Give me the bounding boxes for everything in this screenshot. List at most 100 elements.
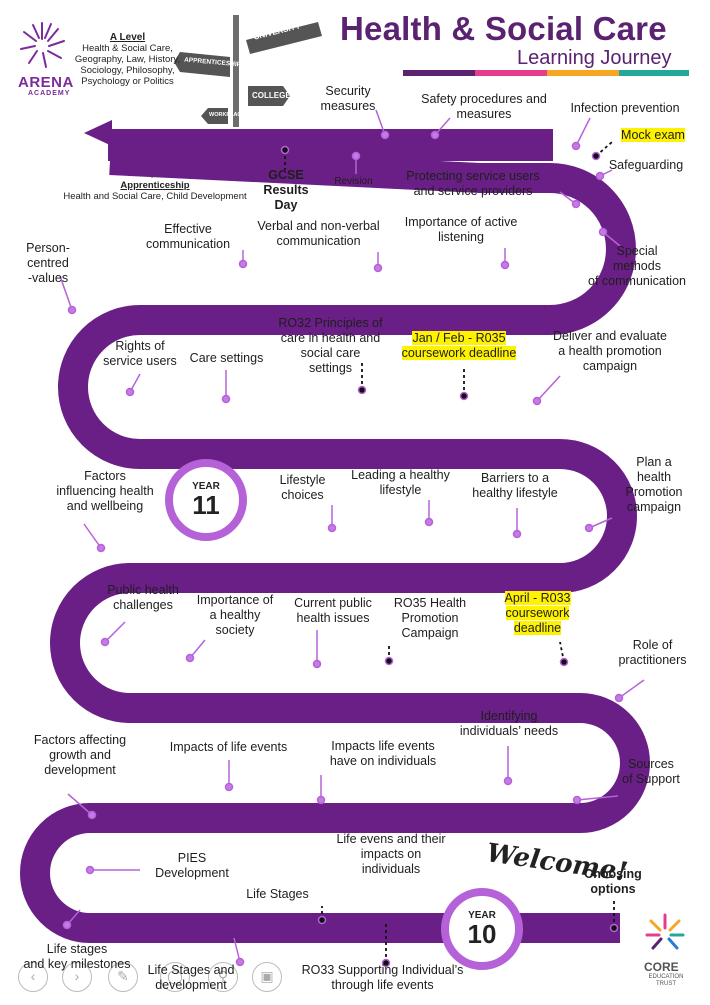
milestone-dot-factors-affecting-growth — [87, 810, 97, 820]
milestone-dot-lifestyle-choices — [327, 523, 337, 533]
exit-arrow-down — [138, 160, 166, 178]
connector-sources-of-support — [576, 795, 619, 801]
pointer-tool-button[interactable]: ◯ — [160, 962, 190, 992]
alevel-box: A Level Health & Social Care, Geography,… — [65, 32, 190, 87]
milestone-label: Importance of a healthy society — [196, 593, 274, 637]
milestone-dot-ro35-health-promotion — [384, 656, 394, 666]
milestone-label: Life Stages and development — [147, 963, 235, 992]
milestone-current-public-health: Current public health issues — [283, 596, 383, 626]
milestone-dot-safety-procedures — [430, 130, 440, 140]
milestone-plan-health-promotion: Plan a health Promotion campaign — [614, 455, 694, 515]
milestone-label: Factors affecting growth and development — [33, 733, 127, 777]
milestone-dot-deliver-evaluate — [532, 396, 542, 406]
apprenticeship-box: Apprenticeship Health and Social Care, C… — [60, 180, 250, 202]
milestone-label: GCSE Results Day — [263, 168, 309, 212]
milestone-label: Security measures — [320, 84, 376, 113]
milestone-gcse-results-day: GCSE Results Day — [246, 168, 326, 213]
milestone-dot-rights-service-users — [125, 387, 135, 397]
milestone-label: Importance of active listening — [404, 215, 518, 244]
milestone-label: Role of practitioners — [618, 638, 687, 667]
prev-slide-button[interactable]: ‹ — [18, 962, 48, 992]
connector-role-of-practitioners — [618, 679, 645, 699]
milestone-label: Protecting service users and service pro… — [406, 169, 540, 198]
zoom-tool-button[interactable]: ⚲ — [208, 962, 238, 992]
milestone-dot-gcse-results-day — [280, 145, 290, 155]
milestone-care-settings: Care settings — [184, 351, 269, 366]
milestone-dot-public-health-challenges — [100, 637, 110, 647]
school-sub: ACADEMY — [28, 90, 71, 97]
connector-deliver-evaluate — [536, 375, 561, 402]
milestone-dot-importance-healthy-society — [185, 653, 195, 663]
milestone-public-health-challenges: Public health challenges — [98, 583, 188, 613]
milestone-importance-healthy-society: Importance of a healthy society — [185, 593, 285, 638]
milestone-dot-factors-influencing-health — [96, 543, 106, 553]
milestone-dot-pies-development — [85, 865, 95, 875]
milestone-label: Life evens and their impacts on individu… — [336, 832, 446, 876]
milestone-verbal-non-verbal: Verbal and non-verbal communication — [246, 219, 391, 249]
core-trust-logo-icon — [645, 913, 685, 950]
milestone-dot-person-centred-values — [67, 305, 77, 315]
milestone-identifying-needs: Identifying individuals’ needs — [444, 709, 574, 739]
milestone-label: Jan / Feb - R035 coursework deadline — [401, 331, 517, 360]
milestone-dot-care-settings — [221, 394, 231, 404]
milestone-dot-protecting-service-users — [571, 199, 581, 209]
milestone-dot-role-of-practitioners — [614, 693, 624, 703]
page-subtitle: Learning Journey — [517, 47, 672, 69]
milestone-label: Barriers to a healthy lifestyle — [472, 471, 558, 500]
connector-factors-influencing-health — [83, 523, 102, 549]
milestone-mock-exam: Mock exam — [618, 128, 688, 143]
milestone-jan-feb-r035: Jan / Feb - R035 coursework deadline — [394, 331, 524, 361]
milestone-safety-procedures: Safety procedures and measures — [414, 92, 554, 122]
next-slide-button[interactable]: › — [62, 962, 92, 992]
milestone-effective-communication: Effective communication — [138, 222, 238, 252]
milestone-dot-verbal-non-verbal — [373, 263, 383, 273]
milestone-dot-security-measures — [380, 130, 390, 140]
milestone-label: Care settings — [189, 351, 264, 365]
milestone-ro32-principles: RO32 Principles of care in health and so… — [268, 316, 393, 376]
milestone-label: Factors influencing health and wellbeing — [56, 469, 154, 513]
slides-overview-button[interactable]: ▣ — [252, 962, 282, 992]
milestone-infection-prevention: Infection prevention — [560, 101, 690, 116]
milestone-label: Rights of service users — [103, 339, 177, 368]
milestone-barriers-healthy-lifestyle: Barriers to a healthy lifestyle — [460, 471, 570, 501]
milestone-lifestyle-choices: Lifestyle choices — [270, 473, 335, 503]
school-name: ARENA — [18, 74, 74, 91]
milestone-special-methods: Special methods of communication — [582, 244, 692, 289]
milestone-protecting-service-users: Protecting service users and service pro… — [398, 169, 548, 199]
milestone-deliver-evaluate: Deliver and evaluate a health promotion … — [540, 329, 680, 374]
exit-arrow-left — [84, 120, 112, 146]
milestone-label: Impacts of life events — [169, 740, 288, 754]
milestone-dot-special-methods — [598, 227, 608, 237]
apprenticeship-heading: Apprenticeship — [120, 180, 190, 191]
milestone-impacts-life-events-individuals: Impacts life events have on individuals — [318, 739, 448, 769]
milestone-label: Sources of Support — [622, 757, 680, 786]
pen-tool-button[interactable]: ✎ — [108, 962, 138, 992]
milestone-label: Special methods of communication — [588, 244, 686, 288]
milestone-pies-development: PIES Development — [142, 851, 242, 881]
milestone-dot-plan-health-promotion — [584, 523, 594, 533]
milestone-safeguarding: Safeguarding — [606, 158, 686, 173]
milestone-dot-effective-communication — [238, 259, 248, 269]
milestone-revision: Revision — [326, 176, 381, 188]
milestone-security-measures: Security measures — [308, 84, 388, 114]
road-top-segment — [108, 129, 553, 161]
year-11-badge: YEAR 11 — [165, 459, 247, 541]
milestone-dot-impacts-life-events-individuals — [316, 795, 326, 805]
milestone-label: RO32 Principles of care in health and so… — [278, 316, 383, 375]
year-11-word: YEAR — [192, 481, 220, 492]
milestone-label: Safeguarding — [608, 158, 684, 172]
apprenticeship-detail: Health and Social Care, Child Developmen… — [63, 191, 247, 202]
milestone-label: Verbal and non-verbal communication — [257, 219, 380, 248]
milestone-dot-life-stages-key-milestones — [62, 920, 72, 930]
milestone-dot-choosing-options — [609, 923, 619, 933]
milestone-dot-ro33-supporting — [381, 958, 391, 968]
milestone-ro35-health-promotion: RO35 Health Promotion Campaign — [386, 596, 474, 641]
milestone-dot-impacts-of-life-events — [224, 782, 234, 792]
milestone-dot-safeguarding — [595, 171, 605, 181]
milestone-label: Lifestyle choices — [279, 473, 326, 502]
milestone-dot-april-r033 — [559, 657, 569, 667]
milestone-label: Public health challenges — [107, 583, 179, 612]
year-11-number: 11 — [192, 490, 220, 520]
milestone-label: Revision — [334, 176, 373, 187]
